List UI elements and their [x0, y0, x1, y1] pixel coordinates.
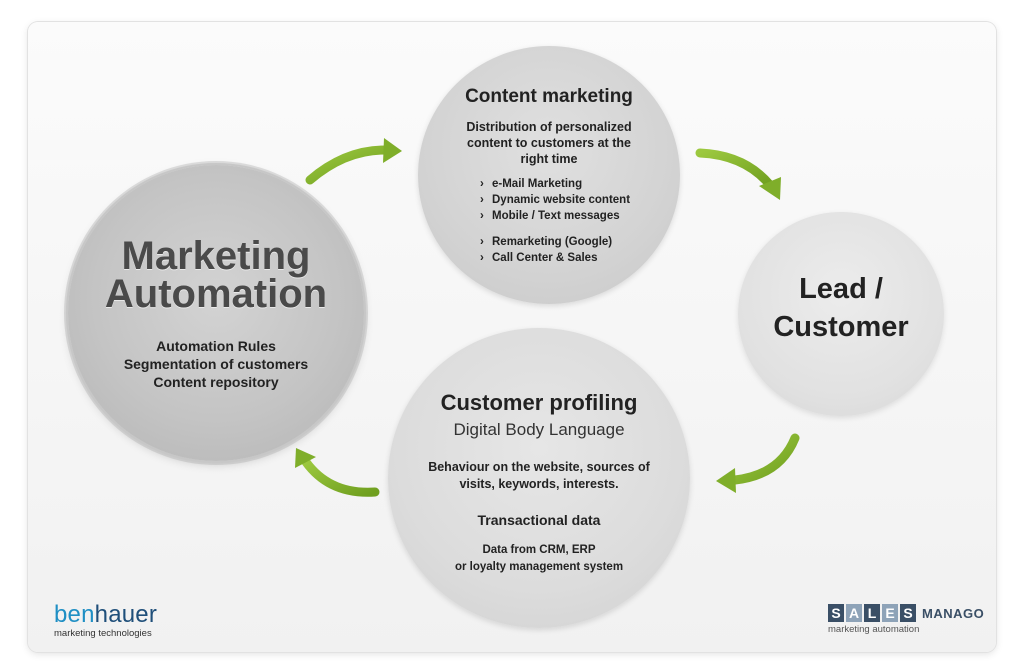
logo-letter-box: E [882, 604, 898, 622]
logo-letter-box: A [846, 604, 862, 622]
benhauer-logo-name: benhauer [54, 601, 158, 628]
transactional-data-title: Transactional data [477, 512, 601, 528]
benhauer-logo-tagline: marketing technologies [54, 628, 152, 639]
list-item: Mobile / Text messages [480, 208, 630, 224]
customer-profiling-description: Behaviour on the website, sources of vis… [428, 460, 650, 491]
customer-profiling-subtitle: Digital Body Language [453, 420, 625, 439]
list-item: Automation Rules [156, 338, 276, 354]
list-item: Call Center & Sales [480, 250, 612, 266]
salesmanago-logo: S A L E S MANAGO marketing automation [828, 604, 984, 635]
logo-letter-box: S [900, 604, 916, 622]
salesmanago-logo-wordmark: S A L E S MANAGO [828, 604, 984, 622]
content-marketing-title: Content marketing [465, 86, 633, 107]
benhauer-logo: benhauer marketing technologies [54, 601, 158, 640]
lead-customer-circle: Lead / Customer [738, 212, 944, 416]
list-item: e-Mail Marketing [480, 176, 630, 192]
list-item: Remarketing (Google) [480, 234, 612, 250]
logo-letter-box: L [864, 604, 880, 622]
marketing-automation-circle: Marketing Automation Automation Rules Se… [68, 165, 364, 461]
list-item: Content repository [153, 374, 279, 390]
customer-profiling-circle: Customer profiling Digital Body Language… [388, 328, 690, 628]
marketing-automation-title: Marketing Automation [104, 234, 328, 316]
content-marketing-channels: e-Mail Marketing Dynamic website content… [480, 176, 630, 224]
salesmanago-logo-tagline: marketing automation [828, 624, 920, 635]
list-item: Segmentation of customers [123, 356, 309, 372]
logo-letter-box: S [828, 604, 844, 622]
transactional-data-description: Data from CRM, ERP or loyalty management… [454, 544, 624, 573]
content-marketing-circle: Content marketing Distribution of person… [418, 46, 680, 304]
content-marketing-channels-extra: Remarketing (Google) Call Center & Sales [480, 234, 612, 266]
logo-manago-text: MANAGO [922, 605, 985, 621]
content-marketing-description: Distribution of personalized content to … [466, 120, 632, 166]
list-item: Dynamic website content [480, 192, 630, 208]
marketing-automation-items: Automation Rules Segmentation of custome… [68, 337, 364, 391]
lead-customer-title: Lead / Customer [773, 273, 909, 343]
customer-profiling-title: Customer profiling [440, 390, 638, 415]
